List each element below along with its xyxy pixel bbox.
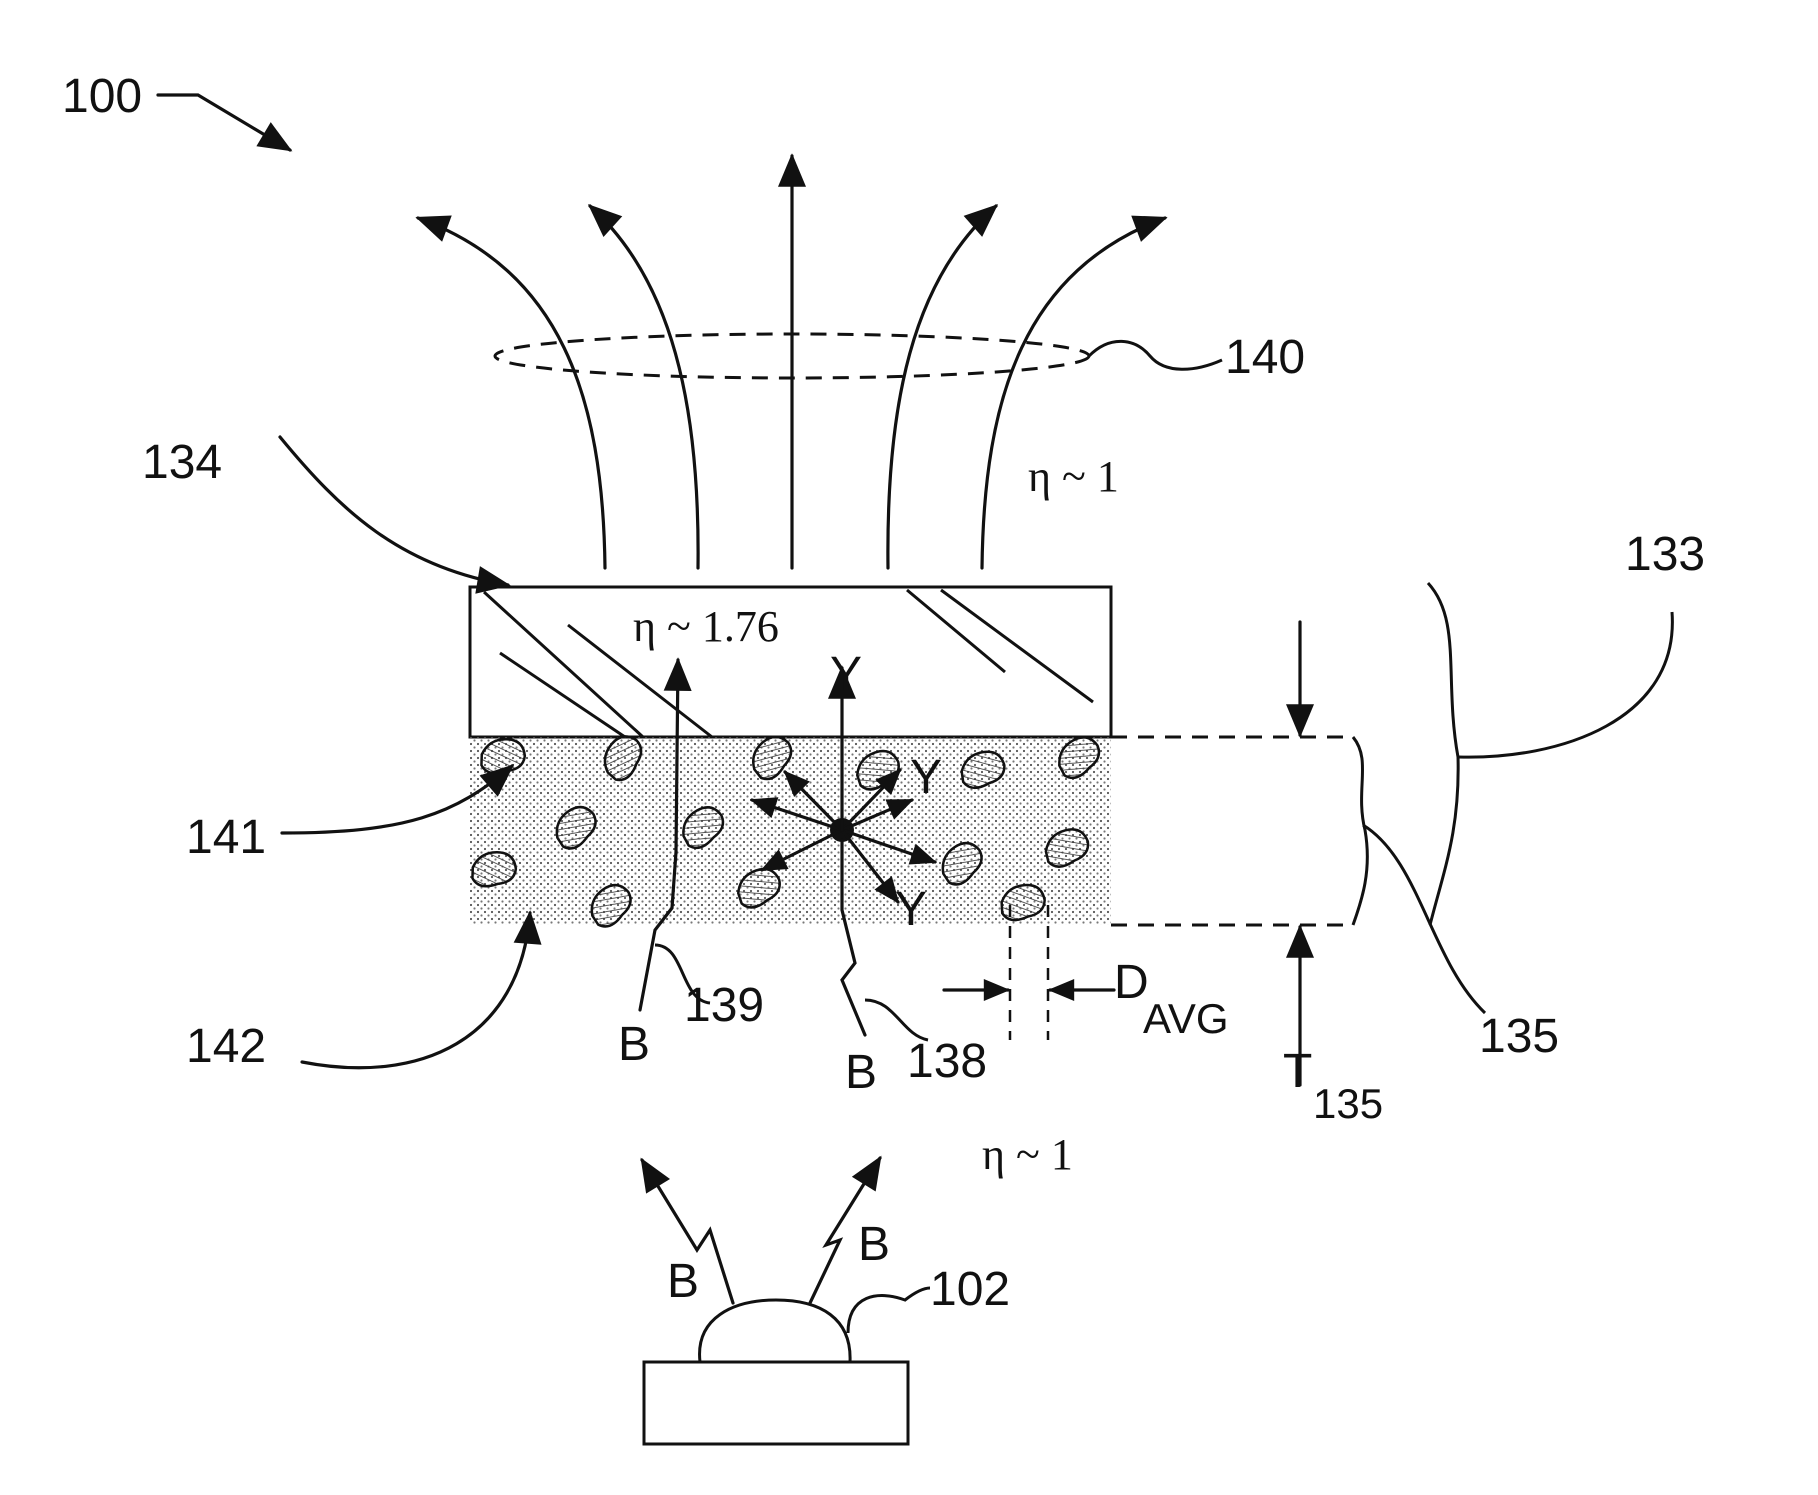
ref-133-leader xyxy=(1458,612,1672,757)
ref-138-label: 138 xyxy=(907,1035,987,1088)
ref-139-label: 139 xyxy=(684,979,764,1032)
yellow-label-right: Y xyxy=(910,751,942,804)
ref-142-label: 142 xyxy=(186,1020,266,1073)
ref-134-arrow xyxy=(280,437,508,585)
index-air-bottom: η ~ 1 xyxy=(982,1130,1073,1179)
ref-134-label: 134 xyxy=(142,436,222,489)
ref-135-leader xyxy=(1363,825,1485,1013)
yellow-label-top: Y xyxy=(830,648,862,701)
ref-138-leader xyxy=(865,1000,928,1040)
thickness-main: T xyxy=(1283,1045,1312,1098)
ref-133-bracket xyxy=(1428,583,1458,925)
ref-135-label: 135 xyxy=(1479,1010,1559,1063)
led-base xyxy=(644,1362,908,1444)
led-dome xyxy=(700,1300,851,1362)
ref-141-label: 141 xyxy=(186,811,266,864)
d-avg-sub: AVG xyxy=(1143,995,1229,1042)
emitted-ray-2 xyxy=(590,206,698,568)
substrate-glare-lines xyxy=(484,590,1093,737)
ref-133-label: 133 xyxy=(1625,528,1705,581)
ref-142-arrow xyxy=(302,913,530,1068)
emitted-ray-4 xyxy=(888,206,996,568)
yellow-label-bottom: Y xyxy=(895,883,927,936)
emitted-light-arrows xyxy=(418,156,1165,568)
index-air-top: η ~ 1 xyxy=(1028,452,1119,501)
ref-102-label: 102 xyxy=(930,1263,1010,1316)
blue-label-139: B xyxy=(618,1018,650,1071)
transparent-substrate xyxy=(470,587,1111,737)
blue-label-138: B xyxy=(845,1046,877,1099)
ref-102-leader xyxy=(848,1288,930,1333)
emitted-ray-5 xyxy=(982,218,1165,568)
d-avg-indicator xyxy=(944,905,1114,1040)
index-substrate: η ~ 1.76 xyxy=(633,602,779,651)
ref-140-leader xyxy=(1089,341,1222,369)
blue-label-led-left: B xyxy=(667,1255,699,1308)
ref-100-arrow xyxy=(158,95,290,150)
ref-140-label: 140 xyxy=(1225,331,1305,384)
blue-label-led-right: B xyxy=(858,1218,890,1271)
thickness-sub: 135 xyxy=(1313,1080,1383,1127)
emitted-ray-1 xyxy=(418,218,605,568)
ref-100-label: 100 xyxy=(62,70,142,123)
